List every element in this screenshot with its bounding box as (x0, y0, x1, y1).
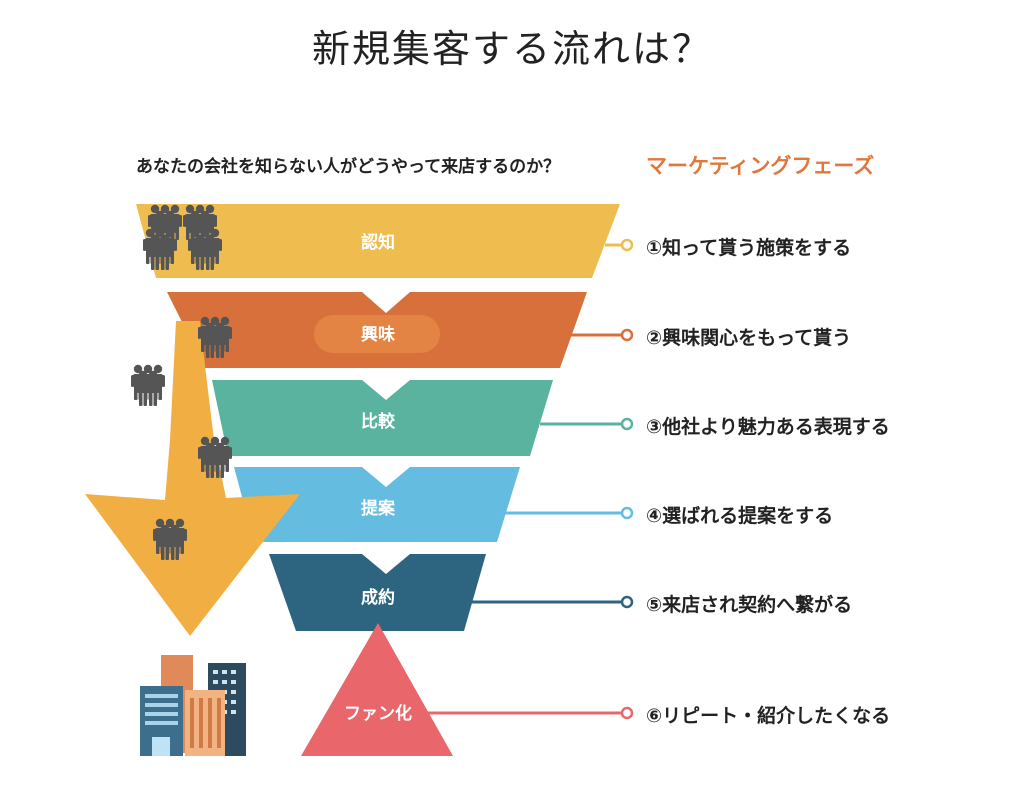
down-arrow-icon (85, 321, 300, 636)
phase-text-proposal: ④選ばれる提案をする (646, 505, 834, 527)
step-label-interest: 興味 (361, 324, 395, 345)
connector-contract (470, 595, 634, 609)
interest-highlight (314, 315, 440, 353)
step-band-awareness (136, 204, 620, 278)
connector-fan (425, 706, 634, 720)
step-label-proposal: 提案 (361, 498, 396, 519)
phase-text-comparison: ③他社より魅力ある表現する (646, 416, 890, 438)
building-icon (140, 655, 246, 756)
connector-comparison (540, 417, 634, 431)
step-label-awareness: 認知 (361, 232, 395, 253)
phase-text-contract: ⑤来店され契約へ繋がる (646, 594, 853, 616)
connector-proposal (505, 506, 634, 520)
step-label-fan: ファン化 (344, 703, 412, 724)
phase-text-fan: ⑥リピート・紹介したくなる (646, 705, 891, 727)
phase-text-awareness: ①知って貰う施策をする (646, 237, 852, 259)
step-band-comparison (212, 380, 553, 456)
page-title: 新規集客する流れは？ (311, 27, 712, 71)
step-band-proposal (234, 467, 520, 542)
step-label-contract: 成約 (361, 587, 395, 608)
step-band-contract (269, 554, 486, 631)
step-label-comparison: 比較 (361, 411, 396, 432)
phase-heading: マーケティングフェーズ (646, 154, 875, 178)
question-text: あなたの会社を知らない人がどうやって来店するのか？ (136, 157, 561, 177)
connector-interest (570, 328, 634, 342)
step-band-fan (301, 623, 453, 756)
connector-awareness (605, 238, 634, 252)
phase-text-interest: ②興味関心をもって貰う (646, 327, 852, 349)
